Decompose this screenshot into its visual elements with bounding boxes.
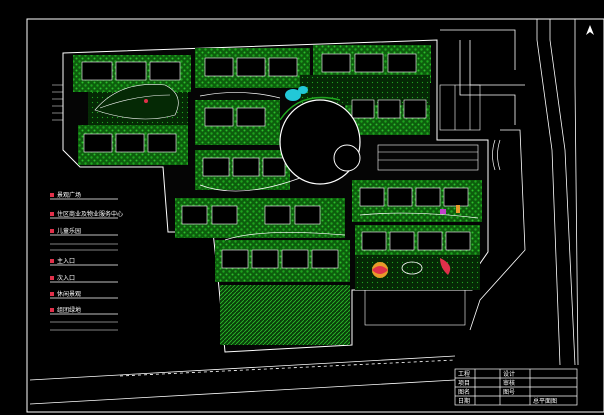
title-block-cell: 设计 [503, 370, 515, 378]
water-feature [285, 86, 308, 101]
title-block-cell: 总平面图 [533, 397, 557, 405]
legend-item: 儿童乐园 [50, 227, 118, 236]
garden-paths [199, 92, 479, 241]
outer-frame [26, 18, 604, 413]
legend-item: 主入口 [50, 257, 118, 266]
title-block-cell: 工程 [458, 370, 470, 378]
legend: 景观广场 住区商业及物业服务中心 儿童乐园 主入口 次入口 休闲景观 [50, 191, 123, 331]
legend-label: 休闲景观 [57, 290, 81, 298]
legend-label: 主入口 [57, 257, 75, 265]
legend-label: 景观广场 [57, 191, 81, 199]
legend-label: 住区商业及物业服务中心 [57, 210, 123, 218]
legend-label: 次入口 [57, 274, 75, 282]
title-block-cell: 图名 [458, 388, 470, 396]
title-block-cell: 图号 [503, 389, 515, 396]
plaza-stairs [492, 139, 501, 171]
residential-buildings [81, 53, 471, 269]
legend-item: 住区商业及物业服务中心 [50, 210, 123, 219]
title-block-text: 工程 设计 项目 审核 图名 图号 日期 总平面图 [458, 370, 557, 405]
legend-item: 次入口 [50, 274, 118, 283]
legend-item: 休闲景观 [50, 290, 118, 299]
title-block-cell: 审核 [503, 379, 515, 387]
legend-item: 景观广场 [50, 191, 118, 200]
title-block-cell: 日期 [458, 397, 470, 405]
legend-item: 组团绿地 [50, 306, 118, 315]
central-plaza [279, 96, 361, 185]
north-arrow-icon [586, 25, 594, 35]
entrance-marker [52, 84, 63, 121]
legend-label: 组团绿地 [57, 306, 81, 314]
legend-label: 儿童乐园 [57, 227, 81, 235]
title-block [454, 368, 578, 406]
leaf-garden [94, 84, 179, 120]
title-block-cell: 项目 [458, 380, 470, 387]
children-play-area [372, 205, 460, 278]
